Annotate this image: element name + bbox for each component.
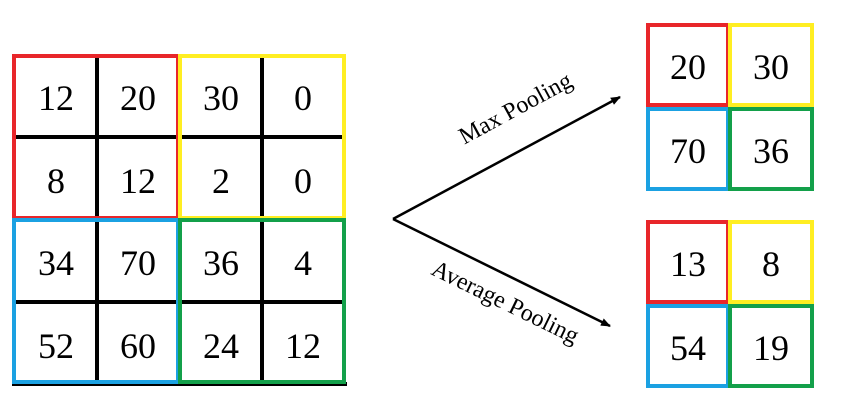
input-cell: 0 <box>294 161 312 201</box>
input-cell: 12 <box>120 161 156 201</box>
input-cell: 70 <box>120 243 156 283</box>
input-cell: 12 <box>38 78 74 118</box>
average-pooling-label: Average Pooling <box>427 256 582 350</box>
max-pooling-label: Max Pooling <box>455 68 577 150</box>
max-output-value: 30 <box>753 47 789 87</box>
input-quadrant-bottom-right <box>178 218 346 384</box>
input-cell: 34 <box>38 243 74 283</box>
max-pooling-arrow <box>392 95 621 221</box>
average-pooling-output: 13 8 54 19 <box>646 220 814 388</box>
input-cell: 20 <box>120 78 156 118</box>
max-output-value: 70 <box>670 131 706 171</box>
avg-output-value: 19 <box>753 328 789 368</box>
input-cell: 60 <box>120 326 156 366</box>
avg-output-value: 54 <box>670 328 706 368</box>
input-cell: 12 <box>285 326 321 366</box>
input-cell: 36 <box>203 243 239 283</box>
max-output-value: 36 <box>753 131 789 171</box>
max-output-value: 20 <box>670 47 706 87</box>
max-output-cell-bottom-right <box>728 107 814 191</box>
input-cell: 8 <box>47 161 65 201</box>
avg-output-value: 13 <box>670 244 706 284</box>
input-cell: 0 <box>294 78 312 118</box>
input-matrix: 12 20 30 0 8 12 2 0 34 70 36 4 52 60 24 … <box>12 54 347 386</box>
input-cell: 24 <box>203 326 239 366</box>
input-cell: 52 <box>38 326 74 366</box>
arrows <box>392 95 621 328</box>
input-cell: 2 <box>212 161 230 201</box>
input-cell: 30 <box>203 78 239 118</box>
input-cell: 4 <box>294 243 312 283</box>
average-pooling-arrow <box>392 217 611 328</box>
max-output-cell-top-right <box>728 23 814 107</box>
avg-output-cell-top-right <box>728 220 814 304</box>
avg-output-cell-bottom-right <box>728 304 814 388</box>
max-pooling-output: 20 30 70 36 <box>646 23 814 191</box>
avg-output-value: 8 <box>762 244 780 284</box>
